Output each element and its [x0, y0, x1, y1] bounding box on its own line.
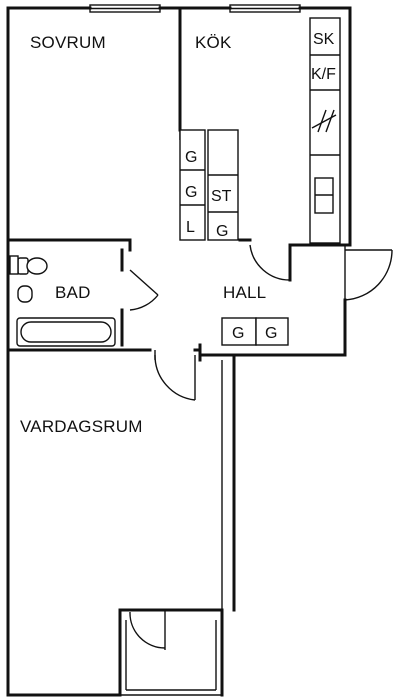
fixture-label-g-kitchen-3: G: [216, 223, 228, 240]
fixture-label-l-kitchen: L: [186, 219, 195, 236]
fixture-label-g-kitchen-1: G: [185, 149, 197, 166]
fixture-label-st: ST: [211, 188, 232, 205]
fixture-label-g-hall-2: G: [265, 325, 277, 342]
doors: [129, 130, 393, 401]
interior-walls: [6, 6, 352, 362]
room-label-bad: BAD: [55, 283, 91, 302]
hall-wardrobes: [221, 317, 289, 346]
room-label-vardagsrum: VARDAGSRUM: [20, 417, 143, 436]
room-label-sovrum: SOVRUM: [30, 33, 106, 52]
balcony: [118, 608, 224, 697]
fixture-label-sk: SK: [313, 31, 335, 48]
fixture-label-g-kitchen-2: G: [185, 184, 197, 201]
room-label-kok: KÖK: [195, 33, 232, 52]
bathroom-fixtures: [9, 255, 116, 347]
room-label-hall: HALL: [223, 283, 266, 302]
fixture-label-kf: K/F: [311, 66, 336, 83]
fixture-label-g-hall-1: G: [232, 325, 244, 342]
outer-walls: [6, 4, 352, 697]
kitchen-right-counter: [309, 17, 341, 244]
kitchen-cabinets: [179, 129, 239, 241]
